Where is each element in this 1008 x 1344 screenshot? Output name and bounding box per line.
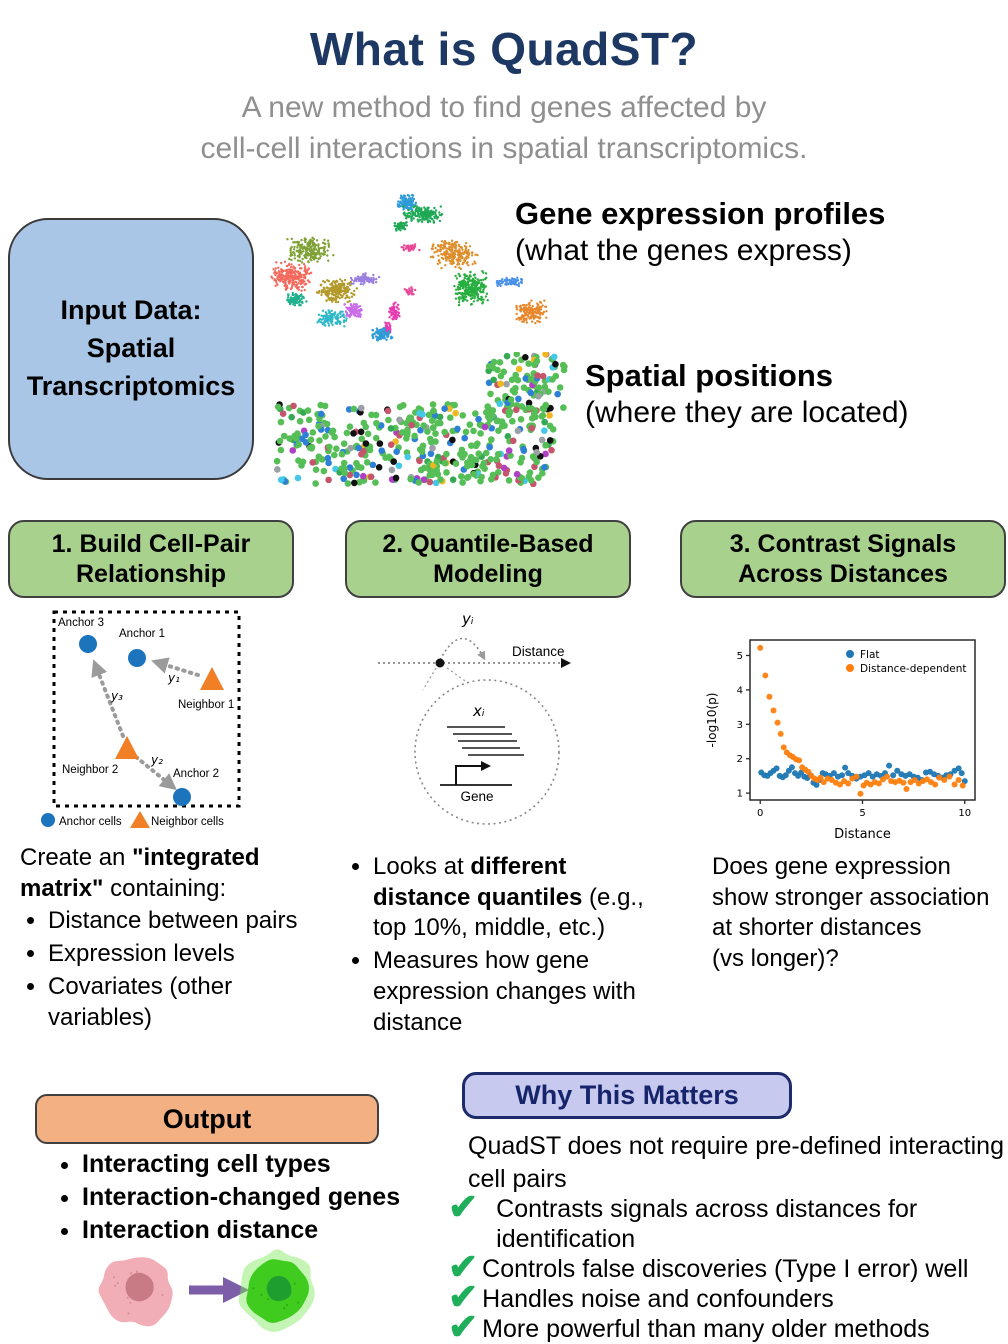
xi-label: xᵢ [472,702,485,720]
y1-label: y₁ [167,671,180,685]
check-row: ✔ More powerful than many older methods [448,1306,1008,1344]
checkmark-icon: ✔ [448,1276,479,1317]
cell-point [435,658,445,668]
legend-neighbor-icon [130,811,150,828]
anchor2-label: Anchor 2 [173,768,219,780]
step3-box: 3. Contrast Signals Across Distances [680,520,1006,598]
anchor1-label: Anchor 1 [119,628,165,640]
svg-text:Flat: Flat [860,649,880,661]
neighbor2-label: Neighbor 2 [62,764,118,776]
legend-neighbor-label: Neighbor cells [151,816,224,828]
cell-transition-illustration [98,1249,315,1332]
yi-arc [439,637,486,661]
spatial-positions-plot [273,352,568,487]
step1-text: Create an "integrated matrix" containing… [20,843,326,1035]
list-item: Interaction-changed genes [82,1183,460,1212]
y2-label: y₂ [150,753,163,767]
pair-arrow-y2 [134,755,177,791]
magnifier-circle [414,679,560,825]
svg-text:1: 1 [737,789,743,800]
read-lines [447,726,524,756]
step1-intro-3: containing: [103,874,227,902]
check-text: Controls false discoveries (Type I error… [482,1255,969,1283]
checkmark-icon: ✔ [448,1306,479,1344]
svg-text:0: 0 [757,808,763,819]
step1-intro-1: Create an [20,844,133,871]
step2-bullet-list: Looks at different distance quantiles (e… [345,852,661,1038]
step1-box: 1. Build Cell-Pair Relationship [8,520,294,598]
page-subtitle: A new method to find genes affected by c… [200,91,808,165]
why-check-list: ✔ Contrasts signals across distances for… [448,1186,1008,1344]
step2-b1-seg3: (e.g., top 10%, middle, etc.) [373,883,644,942]
list-item: Measures how gene expression changes wit… [373,946,661,1038]
callout-line-left [422,667,437,691]
input-data-box: Input Data: Spatial Transcriptomics [8,218,254,480]
spatial-positions-subheading: (where they are located) [585,396,909,429]
why-intro-text: QuadST does not require pre-defined inte… [468,1132,1004,1193]
output-box: Output [35,1094,379,1144]
gene-expression-heading: Gene expression profiles [515,196,886,231]
svg-text:10: 10 [958,808,971,819]
step2-b1-seg1: Looks at [373,853,471,880]
gene-label: Gene [460,789,493,804]
step1-bullet-list: Distance between pairs Expression levels… [20,906,326,1033]
svg-text:-log10(p): -log10(p) [705,693,719,748]
dashed-boundary [52,610,241,808]
neighbor1-cell [200,667,224,690]
cell-pair-diagram: Anchor 3 Anchor 1 Anchor 2 Neighbor 1 Ne… [41,610,241,828]
callout-line-right [446,667,469,684]
check-text: More powerful than many older methods [482,1315,930,1343]
svg-text:4: 4 [737,685,743,696]
spatial-positions-heading: Spatial positions [585,358,834,393]
anchor1-cell [128,649,146,667]
yi-label: yᵢ [461,610,474,628]
list-item: Covariates (other variables) [48,972,326,1033]
step2-text: Looks at different distance quantiles (e… [345,850,661,1040]
why-this-matters-box: Why This Matters [462,1072,792,1119]
svg-text:3: 3 [737,720,743,731]
step2-b1-seg2: different distance quantiles [373,853,583,911]
transition-arrow-head [223,1277,249,1303]
legend-anchor-icon [41,813,55,827]
pair-arrow-y1 [151,657,200,677]
anchor3-label: Anchor 3 [58,617,104,629]
svg-text:Distance: Distance [834,827,891,842]
umap-scatter-plot [270,193,548,342]
distance-axis-label: Distance [512,644,565,659]
y3-label: y₃ [110,689,123,703]
step1-intro-2: "integrated matrix" [20,844,260,902]
list-item: Interaction distance [82,1216,460,1245]
anchor3-cell [79,635,97,653]
pair-arrow-y3 [91,659,125,738]
checkmark-icon: ✔ [448,1186,479,1227]
list-item: Distance between pairs [48,906,326,937]
anchor2-cell [173,788,191,806]
neighbor1-label: Neighbor 1 [178,699,234,711]
svg-text:2: 2 [737,754,743,765]
svg-text:5: 5 [737,651,743,662]
list-item: Expression levels [48,939,326,970]
green-cell [238,1249,315,1332]
legend-anchor-label: Anchor cells [59,816,122,828]
check-text: Handles noise and confounders [482,1285,834,1313]
quantile-model-diagram: yᵢ Distance xᵢ Gene [378,610,571,825]
pink-cell [98,1257,173,1327]
neighbor2-cell [115,736,139,759]
gene-promoter-arrow [455,761,491,785]
step2-box: 2. Quantile-Based Modeling [345,520,631,598]
step3-text: Does gene expression show stronger assoc… [712,853,990,973]
check-row: ✔ Controls false discoveries (Type I err… [448,1246,1008,1287]
gene-expression-subheading: (what the genes express) [515,234,852,267]
output-list: Interacting cell types Interaction-chang… [30,1146,460,1249]
list-item: Interacting cell types [82,1150,460,1179]
checkmark-icon: ✔ [448,1246,479,1287]
svg-text:Distance-dependent: Distance-dependent [860,663,967,675]
check-text: Contrasts signals across distances for i… [496,1195,918,1253]
list-item: Looks at different distance quantiles (e… [373,852,661,944]
check-row: ✔ Handles noise and confounders [448,1276,1008,1317]
svg-text:5: 5 [859,808,865,819]
page-title: What is QuadST? [309,23,699,75]
check-row: ✔ Contrasts signals across distances for… [448,1186,1008,1254]
